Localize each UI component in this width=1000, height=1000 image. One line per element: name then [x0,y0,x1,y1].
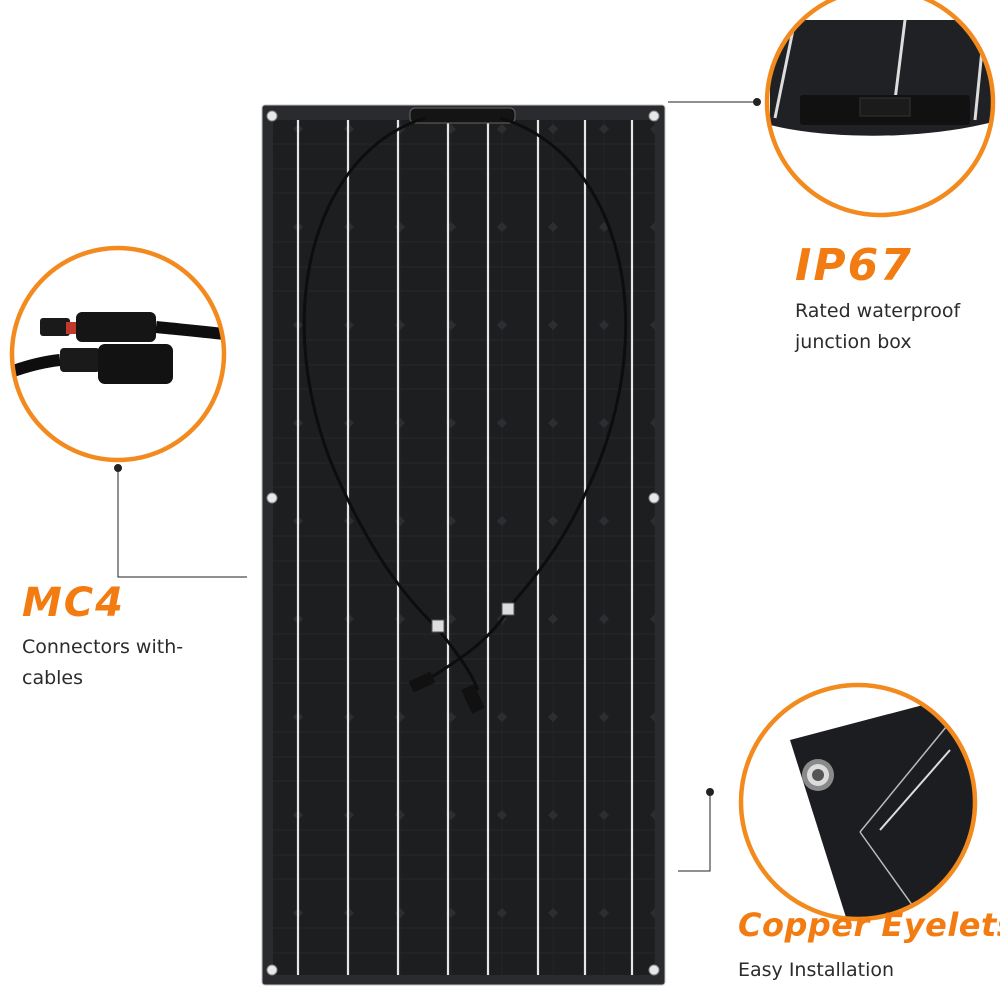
ip67-title: IP67 [795,240,913,291]
junction-box-zoom [764,0,996,218]
copper-eyelet-zoom [738,682,978,922]
panel-eyelets [266,110,660,976]
copper-eyelets-title: Copper Eyelets [738,906,1000,944]
ip67-description-line1: Rated waterproof [795,300,961,322]
mc4-description-line1: Connectors with- [22,636,184,658]
busbars [296,120,634,975]
junction-box [409,107,516,124]
mc4-title: MC4 [22,580,125,626]
mc4-connector-zoom [9,245,227,463]
mc4-plugs-on-panel [408,602,515,714]
ip67-description-line2: junction box [795,331,912,353]
solar-panel [261,104,666,986]
leader-lines [114,98,761,872]
mc4-description-line2: cables [22,667,84,689]
copper-eyelets-description: Easy Installation [738,959,895,981]
